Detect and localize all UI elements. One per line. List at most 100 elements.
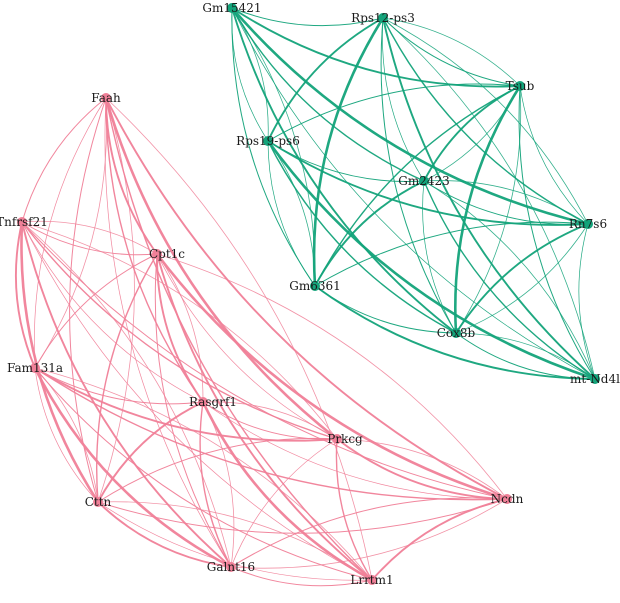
pink-module-node	[226, 562, 236, 572]
green-module-edge	[455, 223, 589, 334]
green-module-edge	[312, 17, 385, 287]
green-module-edge	[382, 17, 521, 87]
green-module-edge	[382, 17, 589, 225]
node-label: Gm2423	[398, 174, 450, 188]
node-label: Prkcg	[327, 432, 363, 446]
network-nodes	[17, 3, 600, 585]
green-module-edge	[423, 180, 589, 225]
pink-module-edge	[33, 367, 232, 569]
pink-module-edge	[97, 97, 135, 503]
pink-module-edge	[156, 253, 338, 440]
pink-module-edge	[21, 221, 204, 403]
pink-module-edge	[335, 438, 373, 581]
pink-module-edge	[97, 501, 373, 581]
green-module-edge	[423, 180, 589, 225]
green-module-edge	[423, 180, 596, 380]
pink-module-edge	[21, 220, 158, 255]
pink-module-edge	[230, 438, 338, 568]
node-label: Gm15421	[202, 1, 261, 15]
green-module-edge	[578, 223, 596, 380]
node-label: Tsub	[506, 79, 535, 93]
green-module-edge	[231, 7, 316, 287]
pink-module-edge	[156, 253, 204, 403]
node-label: Tnfrsf21	[0, 215, 48, 229]
node-label: Galnt16	[207, 560, 255, 574]
pink-module-edge	[34, 367, 204, 405]
pink-module-edge	[105, 97, 373, 581]
green-module-node	[419, 176, 429, 186]
green-module-edge	[231, 7, 425, 182]
node-label: Rps19-ps6	[236, 134, 300, 148]
green-module-edge	[314, 221, 589, 287]
pink-module-edge	[202, 401, 338, 440]
pink-module-edge	[156, 253, 373, 581]
pink-module-edge	[34, 367, 99, 503]
green-module-edge	[455, 85, 522, 334]
green-module-edge	[231, 7, 596, 380]
node-label: Faah	[91, 91, 121, 105]
node-label: Rasgrf1	[189, 395, 237, 409]
green-module-node	[590, 374, 600, 384]
green-module-edge	[382, 17, 596, 380]
pink-module-node	[367, 575, 377, 585]
green-module-edge	[455, 332, 596, 380]
green-module-edge	[382, 17, 521, 87]
pink-module-edge	[34, 367, 373, 581]
green-module-node	[263, 136, 273, 146]
node-label: Rn7s6	[569, 217, 607, 231]
green-module-node	[378, 13, 388, 23]
node-label: Fam131a	[7, 361, 63, 375]
pink-module-node	[30, 363, 40, 373]
pink-module-edge	[155, 253, 508, 501]
network-labels: FaahTnfrsf21Cpt1cFam131aRasgrf1PrkcgCttn…	[0, 1, 620, 587]
green-module-edge	[455, 223, 589, 334]
pink-module-edge	[97, 498, 508, 534]
pink-module-edge	[156, 253, 204, 403]
pink-module-edge	[371, 498, 508, 581]
pink-module-edge	[34, 97, 107, 369]
pink-module-node	[17, 217, 27, 227]
pink-module-edge	[21, 221, 232, 568]
green-module-edge	[231, 7, 521, 88]
pink-module-edge	[21, 221, 158, 256]
green-module-node	[583, 219, 593, 229]
pink-module-edge	[21, 97, 107, 223]
pink-module-edge	[97, 401, 204, 503]
green-module-edge	[455, 332, 596, 380]
green-module-edge	[314, 85, 521, 287]
pink-module-edge	[14, 221, 36, 369]
node-label: Cpt1c	[149, 247, 185, 261]
green-module-edge	[422, 180, 457, 334]
node-label: Rps12-ps3	[351, 11, 415, 25]
pink-module-edge	[21, 221, 338, 440]
green-module-edge	[267, 83, 521, 142]
green-module-edge	[266, 140, 596, 381]
pink-module-edge	[199, 401, 232, 568]
pink-module-node	[152, 249, 162, 259]
pink-module-edge	[156, 253, 508, 500]
green-module-edge	[314, 180, 425, 287]
green-module-node	[451, 328, 461, 338]
pink-module-edge	[202, 401, 338, 440]
green-module-edge	[423, 180, 596, 380]
pink-module-node	[198, 397, 208, 407]
green-module-edge	[423, 85, 521, 182]
pink-module-node	[93, 497, 103, 507]
green-module-edge	[267, 17, 384, 142]
pink-module-node	[332, 434, 342, 444]
green-module-edge	[519, 85, 589, 225]
pink-module-edge	[21, 221, 508, 500]
green-module-edge	[231, 7, 589, 226]
pink-module-edge	[21, 221, 373, 581]
pink-module-edge	[34, 253, 158, 369]
pink-module-edge	[154, 253, 232, 568]
pink-module-edge	[34, 367, 373, 581]
pink-module-edge	[230, 498, 508, 569]
green-module-edge	[382, 17, 589, 225]
pink-module-node	[101, 93, 111, 103]
green-module-edge	[423, 85, 521, 182]
pink-module-edge	[105, 97, 204, 403]
green-module-edge	[267, 140, 316, 287]
green-module-edge	[267, 140, 316, 287]
